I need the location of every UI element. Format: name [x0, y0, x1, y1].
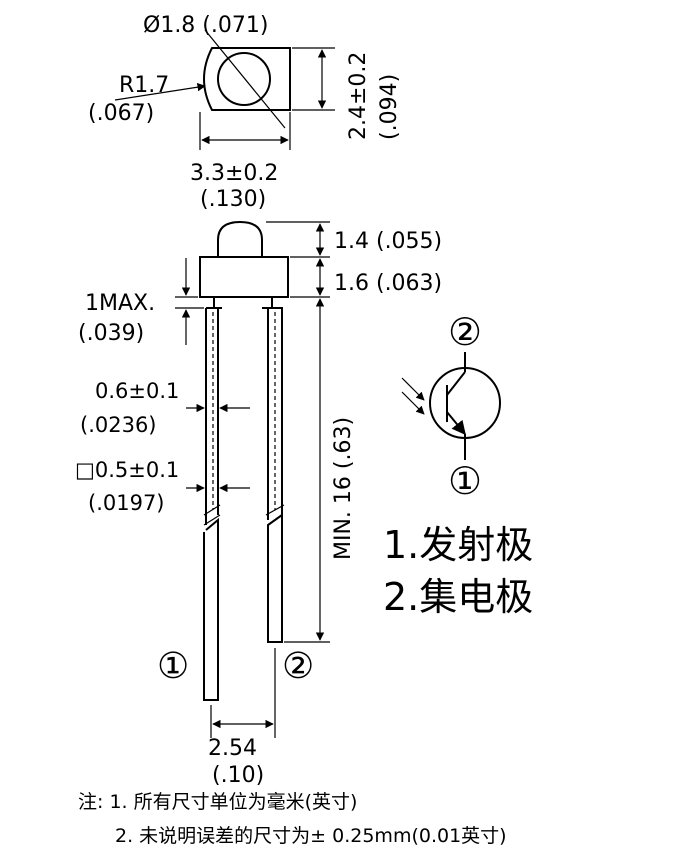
light-arrow-icon: [401, 377, 425, 401]
lead-1: [203, 307, 221, 701]
flange-max-inch-label: (.039): [78, 321, 144, 346]
pitch-inch-label: (.10): [212, 763, 264, 788]
side-view: 1.4 (.055) 1.6 (.063) MIN. 16 (.63) 1MAX…: [75, 220, 442, 788]
height-inch-label: (.094): [377, 74, 402, 140]
lead-width-label: 0.6±0.1: [95, 379, 179, 403]
top-view: Ø1.8 (.071) R1.7 (.067) 2.4±0.2 (.094) 3…: [88, 13, 402, 212]
pin2-label: ②: [282, 646, 314, 687]
note-line-1: 注: 1. 所有尺寸单位为毫米(英寸): [78, 791, 357, 813]
lead-length-label: MIN. 16 (.63): [331, 417, 356, 560]
note-line-2: 2. 未说明误差的尺寸为± 0.25mm(0.01英寸): [115, 825, 507, 847]
body-height-label: 1.6 (.063): [334, 271, 442, 296]
schematic-pin1-label: ①: [448, 459, 482, 503]
width-inch-label: (.130): [200, 187, 266, 212]
pitch-label: 2.54: [208, 736, 257, 761]
hole-dia-label: Ø1.8 (.071): [143, 13, 268, 38]
width-label: 3.3±0.2: [190, 161, 278, 186]
legend-emitter: 1.发射极: [383, 523, 533, 567]
package-body: [199, 256, 289, 298]
lens-height-label: 1.4 (.055): [334, 229, 442, 254]
pin1-label: ①: [157, 646, 189, 687]
schematic-pin2-label: ②: [448, 310, 482, 354]
lens-dome: [217, 220, 263, 257]
hole-leader: [204, 29, 286, 129]
lead-2: [265, 307, 285, 643]
flange-max-label: 1MAX.: [85, 291, 155, 316]
legend-collector: 2.集电极: [383, 575, 533, 619]
radius-leader: [114, 83, 206, 101]
lead-width-inch-label: (.0236): [80, 413, 157, 437]
lead-square-label: □0.5±0.1: [75, 458, 179, 482]
transistor-symbol: ② ①: [401, 310, 501, 503]
light-arrow-icon: [401, 391, 425, 415]
height-label: 2.4±0.2: [346, 52, 371, 140]
lead-square-inch-label: (.0197): [88, 491, 165, 515]
package-base: [213, 297, 273, 309]
top-view-hole: [217, 52, 271, 106]
radius-inch-label: (.067): [88, 101, 154, 126]
top-view-outline: [203, 47, 291, 111]
radius-label: R1.7: [119, 73, 169, 98]
